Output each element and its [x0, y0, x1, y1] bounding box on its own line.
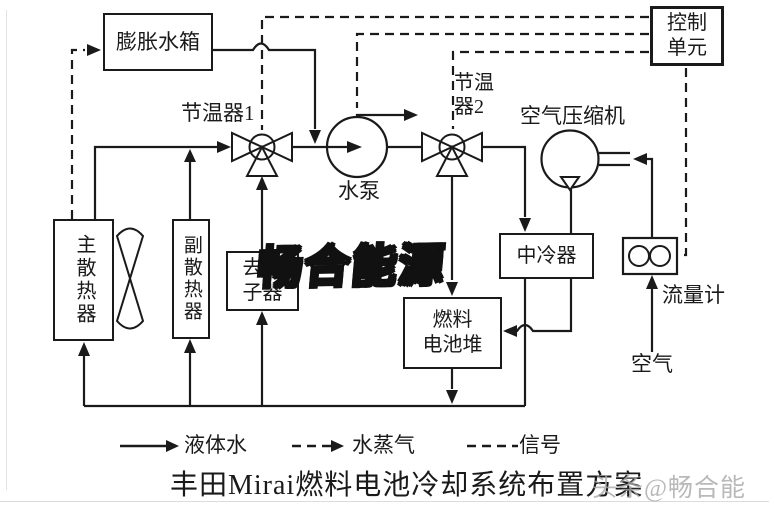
air-compressor-symbol [540, 129, 600, 192]
thermostat1-valve-symbol [231, 131, 293, 177]
thermostat2-valve-symbol [421, 131, 483, 177]
signal-and-vapor-lines [70, 15, 688, 257]
legend-water-vapor-label: 水蒸气 [352, 433, 415, 457]
thermostat2-label: 节温 器2 [454, 72, 494, 118]
diagram-title: 丰田Mirai燃料电池冷却系统布置方案 [170, 470, 644, 501]
legend-signal-label: 信号 [519, 433, 561, 457]
legend-liquid-water-label: 液体水 [184, 433, 247, 457]
flow-meter-symbol [621, 236, 679, 276]
flow-meter-label: 流量计 [662, 283, 725, 307]
center-watermark: 畅合能源 [254, 238, 449, 294]
scan-edge-artifact-left [6, 10, 7, 490]
liquid-water-lines [82, 42, 654, 408]
control-unit-box: 控制 单元 [650, 6, 724, 66]
flow-arrowheads [78, 109, 658, 404]
water-pump-label: 水泵 [338, 179, 380, 203]
thermostat1-label: 节温器1 [181, 101, 255, 125]
corner-watermark: 头条@畅合能源 [592, 475, 747, 502]
legend-arrowheads [166, 440, 344, 452]
air-inlet-label: 空气 [631, 352, 673, 376]
fan-symbol [115, 227, 145, 330]
scan-edge-artifact-bottom [0, 501, 769, 502]
vapor-arrowhead [87, 44, 101, 56]
fuel-cell-stack-box: 燃料 电池堆 [403, 297, 502, 369]
main-radiator-box: 主散热器 [53, 219, 114, 341]
sub-radiator-box: 副散热器 [172, 219, 210, 339]
deionizer-box: 去离 子器 [226, 251, 299, 311]
intercooler-box: 中冷器 [499, 233, 594, 279]
expansion-tank-box: 膨胀水箱 [103, 13, 213, 71]
air-compressor-label: 空气压缩机 [520, 104, 625, 128]
